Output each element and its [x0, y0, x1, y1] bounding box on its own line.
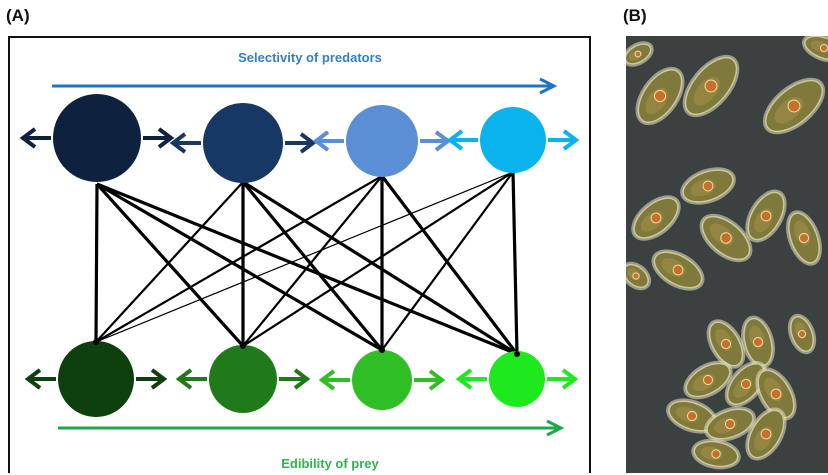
link-line — [381, 171, 514, 351]
cell-nucleus — [770, 388, 782, 400]
algal-cell — [706, 319, 746, 369]
link-line — [95, 175, 383, 343]
predator-1-right-arrowhead — [157, 127, 175, 149]
algal-cell — [631, 195, 681, 241]
predator-3-node — [346, 105, 418, 177]
prey-edibility-label: Edibility of prey — [281, 456, 379, 471]
algal-cell — [755, 367, 797, 421]
cell-nucleus — [702, 374, 714, 386]
predator-1-left-arrowhead — [19, 127, 37, 149]
link-line — [95, 181, 244, 343]
algal-cell — [682, 54, 740, 118]
cell-nucleus — [820, 44, 828, 52]
cell-nucleus — [798, 232, 810, 244]
predator-2-left-arrowhead — [169, 132, 187, 154]
prey-1-left-arrowhead — [24, 368, 42, 390]
cell-nucleus — [720, 232, 732, 244]
cell-nucleus — [760, 428, 772, 440]
predator-axis-arrow-head — [539, 77, 558, 95]
panel-a-frame: Selectivity of predators Edibility of pr… — [8, 36, 591, 473]
prey-2-right-arrowhead — [293, 368, 311, 390]
link-line — [241, 180, 384, 352]
cell-nucleus — [650, 212, 662, 224]
predator-selectivity-label: Selectivity of predators — [238, 50, 382, 65]
cell-nucleus — [720, 338, 732, 350]
predator-4-right-arrowhead — [562, 129, 580, 151]
algal-cell — [762, 77, 826, 135]
algal-cell — [626, 41, 654, 67]
algal-cell — [666, 398, 718, 434]
link-junction — [514, 351, 520, 357]
cell-nucleus — [760, 210, 772, 222]
prey-4-right-arrowhead — [561, 368, 579, 390]
prey-2-node — [209, 345, 277, 413]
algal-cell — [801, 36, 828, 63]
algal-cell — [651, 249, 705, 291]
cell-nucleus — [632, 272, 640, 280]
prey-1-node — [58, 341, 134, 417]
algal-cell — [724, 360, 768, 408]
cell-nucleus — [704, 79, 718, 93]
prey-2-left-arrowhead — [175, 368, 193, 390]
algal-cell — [787, 313, 817, 355]
cell-nucleus — [711, 449, 721, 459]
prey-3-right-arrowhead — [428, 369, 446, 391]
predator-2-node — [203, 103, 283, 183]
algal-cell — [745, 407, 787, 461]
link-line — [242, 171, 514, 347]
cell-nucleus — [752, 336, 764, 348]
algal-cell — [745, 189, 787, 243]
algal-cell — [683, 360, 733, 400]
predator-4-left-arrowhead — [446, 129, 464, 151]
link-junction — [240, 343, 246, 349]
link-junction — [379, 347, 385, 353]
cell-nucleus — [787, 99, 801, 113]
micrograph-middle — [626, 158, 828, 292]
algal-cell — [691, 438, 741, 470]
algal-cell — [635, 66, 685, 126]
micrograph-panel — [626, 36, 828, 473]
cell-nucleus — [653, 89, 667, 103]
cell-nucleus — [702, 180, 714, 192]
algal-cell — [704, 406, 756, 442]
algal-cell — [680, 167, 736, 205]
cell-nucleus — [634, 50, 642, 58]
prey-4-node — [489, 351, 545, 407]
algal-cell — [785, 210, 823, 266]
predator-2-right-arrowhead — [299, 132, 317, 154]
predator-1-node — [53, 94, 141, 182]
cell-nucleus — [798, 330, 806, 338]
micrograph-bottom — [626, 294, 828, 473]
link-line — [95, 171, 514, 343]
prey-3-left-arrowhead — [318, 369, 336, 391]
micrograph-top — [626, 36, 828, 156]
link-line — [511, 171, 519, 355]
algal-cell — [741, 315, 775, 369]
prey-axis-arrow-head — [546, 419, 565, 437]
cell-nucleus — [686, 410, 698, 422]
link-junction — [93, 339, 99, 345]
link-line — [380, 175, 519, 355]
cell-nucleus — [724, 418, 736, 430]
link-line — [94, 183, 99, 343]
predator-3-left-arrowhead — [312, 130, 330, 152]
algal-cell — [699, 213, 753, 263]
link-line — [242, 175, 383, 347]
prey-3-node — [352, 350, 412, 410]
prey-1-right-arrowhead — [150, 368, 168, 390]
prey-4-left-arrowhead — [455, 368, 473, 390]
predator-4-node — [480, 107, 546, 173]
panel-b-label: (B) — [623, 6, 647, 25]
cell-nucleus — [672, 264, 684, 276]
link-line — [242, 180, 518, 356]
panel-a-label: (A) — [6, 6, 30, 25]
link-line — [95, 182, 245, 348]
link-line — [96, 182, 383, 352]
food-web-diagram — [19, 77, 580, 437]
algal-cell — [626, 261, 652, 291]
cell-nucleus — [740, 378, 752, 390]
